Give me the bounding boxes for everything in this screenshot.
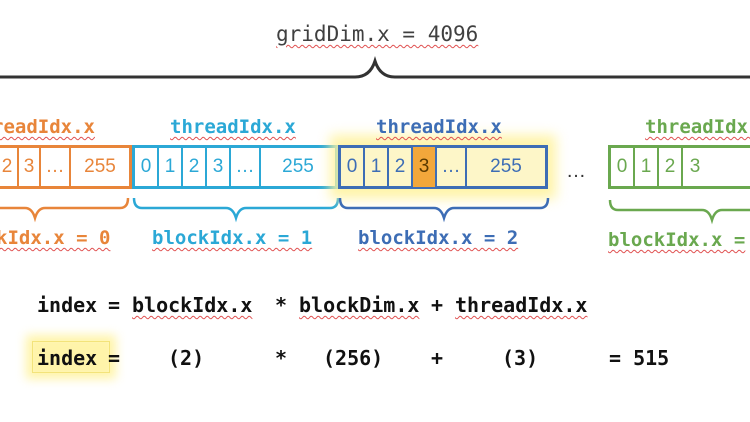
example-result: = 515: [609, 346, 670, 370]
block2-cell: 1: [365, 147, 389, 187]
block1-block-label: blockIdx.x = 1: [152, 227, 313, 249]
block2-brace: [338, 197, 550, 223]
example-threadidx-value: (3): [502, 346, 539, 370]
formula-term-threadidx: threadIdx.x: [455, 293, 588, 317]
block0-cell: 255: [84, 156, 116, 177]
block1-thread-label: threadIdx.x: [170, 116, 296, 138]
block3-block-label: blockIdx.x =: [608, 229, 746, 251]
block2-cell: 2: [389, 147, 413, 187]
block0-cells: 2 3 … 255: [0, 147, 129, 187]
block3-cells: 0 1 2 3: [611, 147, 707, 187]
blocks-gap-ellipsis: …: [566, 160, 586, 182]
block2-frame: [338, 145, 548, 189]
block3-brace: [608, 199, 750, 225]
formula-multiply: *: [275, 293, 288, 317]
block3-thread-label: threadIdx.x: [645, 116, 750, 138]
example-lhs: index: [37, 346, 98, 370]
block3-cell: 2: [659, 147, 683, 187]
formula-equals: =: [108, 293, 121, 317]
block2-block-label: blockIdx.x = 2: [358, 227, 519, 249]
example-index-box: [32, 341, 110, 373]
example-blockidx-value: (2): [168, 346, 205, 370]
block1-brace-path: [132, 197, 340, 223]
block1-cell: 1: [159, 147, 183, 187]
block0-block-label: kIdx.x = 0: [0, 227, 111, 249]
block3-brace-path: [608, 199, 750, 225]
block0-brace: [0, 197, 130, 223]
block2-cells: 0 1 2 3 … 255: [341, 147, 545, 187]
example-equals: =: [108, 346, 121, 370]
block2-brace-path: [338, 197, 550, 223]
block3-cell: 3: [689, 156, 701, 177]
block2-cell: …: [437, 147, 467, 187]
block0-frame: [0, 145, 132, 189]
formula-term-blockidx: blockIdx.x: [132, 293, 253, 317]
block1-cell: 0: [135, 147, 159, 187]
grid-dim-title-text: gridDim.x = 4096: [276, 22, 479, 46]
example-multiply: *: [275, 346, 288, 370]
example-plus: +: [431, 346, 444, 370]
block0-cell: 2: [0, 147, 19, 187]
block1-cell: …: [231, 147, 261, 187]
block0-cell: 3: [19, 147, 41, 187]
example-index-highlight: [26, 335, 116, 379]
grid-brace-path: [0, 55, 750, 79]
block2-cell: 0: [341, 147, 365, 187]
block1-cell: 2: [183, 147, 207, 187]
block1-cell: 255: [282, 156, 314, 177]
formula-plus: +: [431, 293, 444, 317]
block1-cell: 3: [207, 147, 231, 187]
formula-lhs: index: [37, 293, 98, 317]
example-blockdim-value: (256): [323, 346, 384, 370]
block1-cells: 0 1 2 3 … 255: [135, 147, 335, 187]
block2-cell-highlighted: 3: [413, 147, 437, 187]
block3-cell: 1: [635, 147, 659, 187]
block0-cell: …: [41, 147, 71, 187]
block0-thread-label: readIdx.x: [0, 116, 95, 138]
block0-brace-path: [0, 197, 130, 223]
block2-cell: 255: [490, 156, 522, 177]
formula-term-blockdim: blockDim.x: [299, 293, 420, 317]
grid-brace: [0, 55, 750, 79]
block3-cell: 0: [611, 147, 635, 187]
grid-dim-title: gridDim.x = 4096: [276, 22, 478, 46]
block2-thread-label: threadIdx.x: [376, 116, 502, 138]
block3-frame: [608, 145, 750, 189]
block1-brace: [132, 197, 340, 223]
